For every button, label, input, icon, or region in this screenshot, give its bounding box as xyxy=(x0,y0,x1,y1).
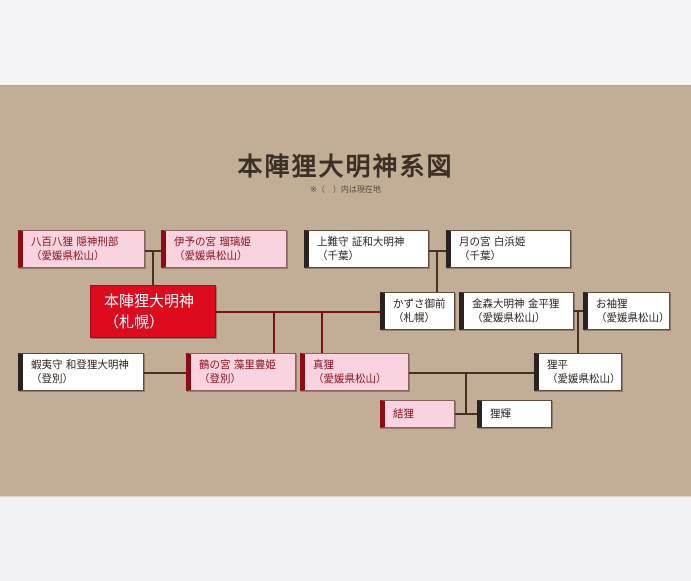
diagram-title: 本陣狸大明神系図 xyxy=(237,152,454,181)
node-ezo-no-kami[interactable]: 蝦夷守 和登狸大明神 （登別） xyxy=(18,353,144,391)
node-name: 金森大明神 金平狸 xyxy=(472,298,560,310)
node-name: かずさ御前 xyxy=(393,298,446,310)
node-name: 上難守 証和大明神 xyxy=(317,236,405,248)
node-name: 蝦夷守 和登狸大明神 xyxy=(31,359,129,371)
top-margin xyxy=(0,0,691,85)
node-kazusa-gozen[interactable]: かずさ御前 （札幌） xyxy=(380,292,455,330)
connector-root-kazusa-gozen xyxy=(216,311,380,313)
node-place: （愛媛県松山） xyxy=(174,250,248,262)
node-name: 鶴の宮 藻里豊姫 xyxy=(199,359,276,371)
node-yaoya-hachi-tanuki[interactable]: 八百八狸 隠神刑部 （愛媛県松山） xyxy=(18,230,145,268)
node-shin-tanuki[interactable]: 真狸 （愛媛県松山） xyxy=(300,353,409,391)
node-place: （愛媛県松山） xyxy=(596,312,670,324)
node-place: （愛媛県松山） xyxy=(313,373,387,385)
connector-to-children xyxy=(465,372,467,414)
node-kanamori-daimyojin[interactable]: 金森大明神 金平狸 （愛媛県松山） xyxy=(459,292,574,330)
node-name: 本陣狸大明神 xyxy=(104,292,195,310)
node-name: お袖狸 xyxy=(596,298,628,310)
node-name: 狸輝 xyxy=(490,408,511,420)
node-tsuru-no-miya[interactable]: 鶴の宮 藻里豊姫 （登別） xyxy=(186,353,296,391)
connector-to-rihei xyxy=(577,310,579,353)
node-osode-tanuki[interactable]: お袖狸 （愛媛県松山） xyxy=(583,292,670,330)
node-place: （愛媛県松山） xyxy=(31,250,105,262)
diagram-note: ※（ ）内は現在地 xyxy=(310,185,381,194)
node-place: （千葉） xyxy=(459,250,501,262)
connector-ezo-tsuru xyxy=(144,372,186,374)
node-rihei[interactable]: 狸平 （愛媛県松山） xyxy=(534,353,622,391)
node-name: 狸平 xyxy=(547,359,568,371)
node-place: （札幌） xyxy=(393,312,435,324)
connector-shin-rihei xyxy=(409,372,534,374)
node-name: 結狸 xyxy=(393,408,414,420)
connector-to-kazusa-gozen xyxy=(436,250,438,292)
node-place: （登別） xyxy=(31,373,73,385)
node-riki[interactable]: 狸輝 xyxy=(477,400,552,428)
connector-to-tsuru xyxy=(273,311,275,353)
node-yui-tanuki[interactable]: 結狸 xyxy=(380,400,455,428)
connector-to-root xyxy=(152,250,154,286)
node-honjin-tanuki-root[interactable]: 本陣狸大明神 （札幌） xyxy=(90,285,216,338)
connector-kanamori-osode xyxy=(574,310,586,312)
node-name: 月の宮 白浜姫 xyxy=(459,236,526,248)
node-place: （愛媛県松山） xyxy=(547,373,621,385)
connector-to-shin xyxy=(321,311,323,353)
node-place: （札幌） xyxy=(104,313,165,331)
node-place: （千葉） xyxy=(317,250,359,262)
node-name: 八百八狸 隠神刑部 xyxy=(31,236,119,248)
node-kazusa-no-kami[interactable]: 上難守 証和大明神 （千葉） xyxy=(304,230,429,268)
node-iyo-no-miya[interactable]: 伊予の宮 瑠璃姫 （愛媛県松山） xyxy=(161,230,287,268)
connector-yui-riki xyxy=(455,413,477,415)
node-name: 真狸 xyxy=(313,359,334,371)
node-place: （登別） xyxy=(199,373,241,385)
bottom-margin xyxy=(0,497,691,581)
node-place: （愛媛県松山） xyxy=(472,312,546,324)
node-name: 伊予の宮 瑠璃姫 xyxy=(174,236,251,248)
node-tsuki-no-miya[interactable]: 月の宮 白浜姫 （千葉） xyxy=(446,230,571,268)
